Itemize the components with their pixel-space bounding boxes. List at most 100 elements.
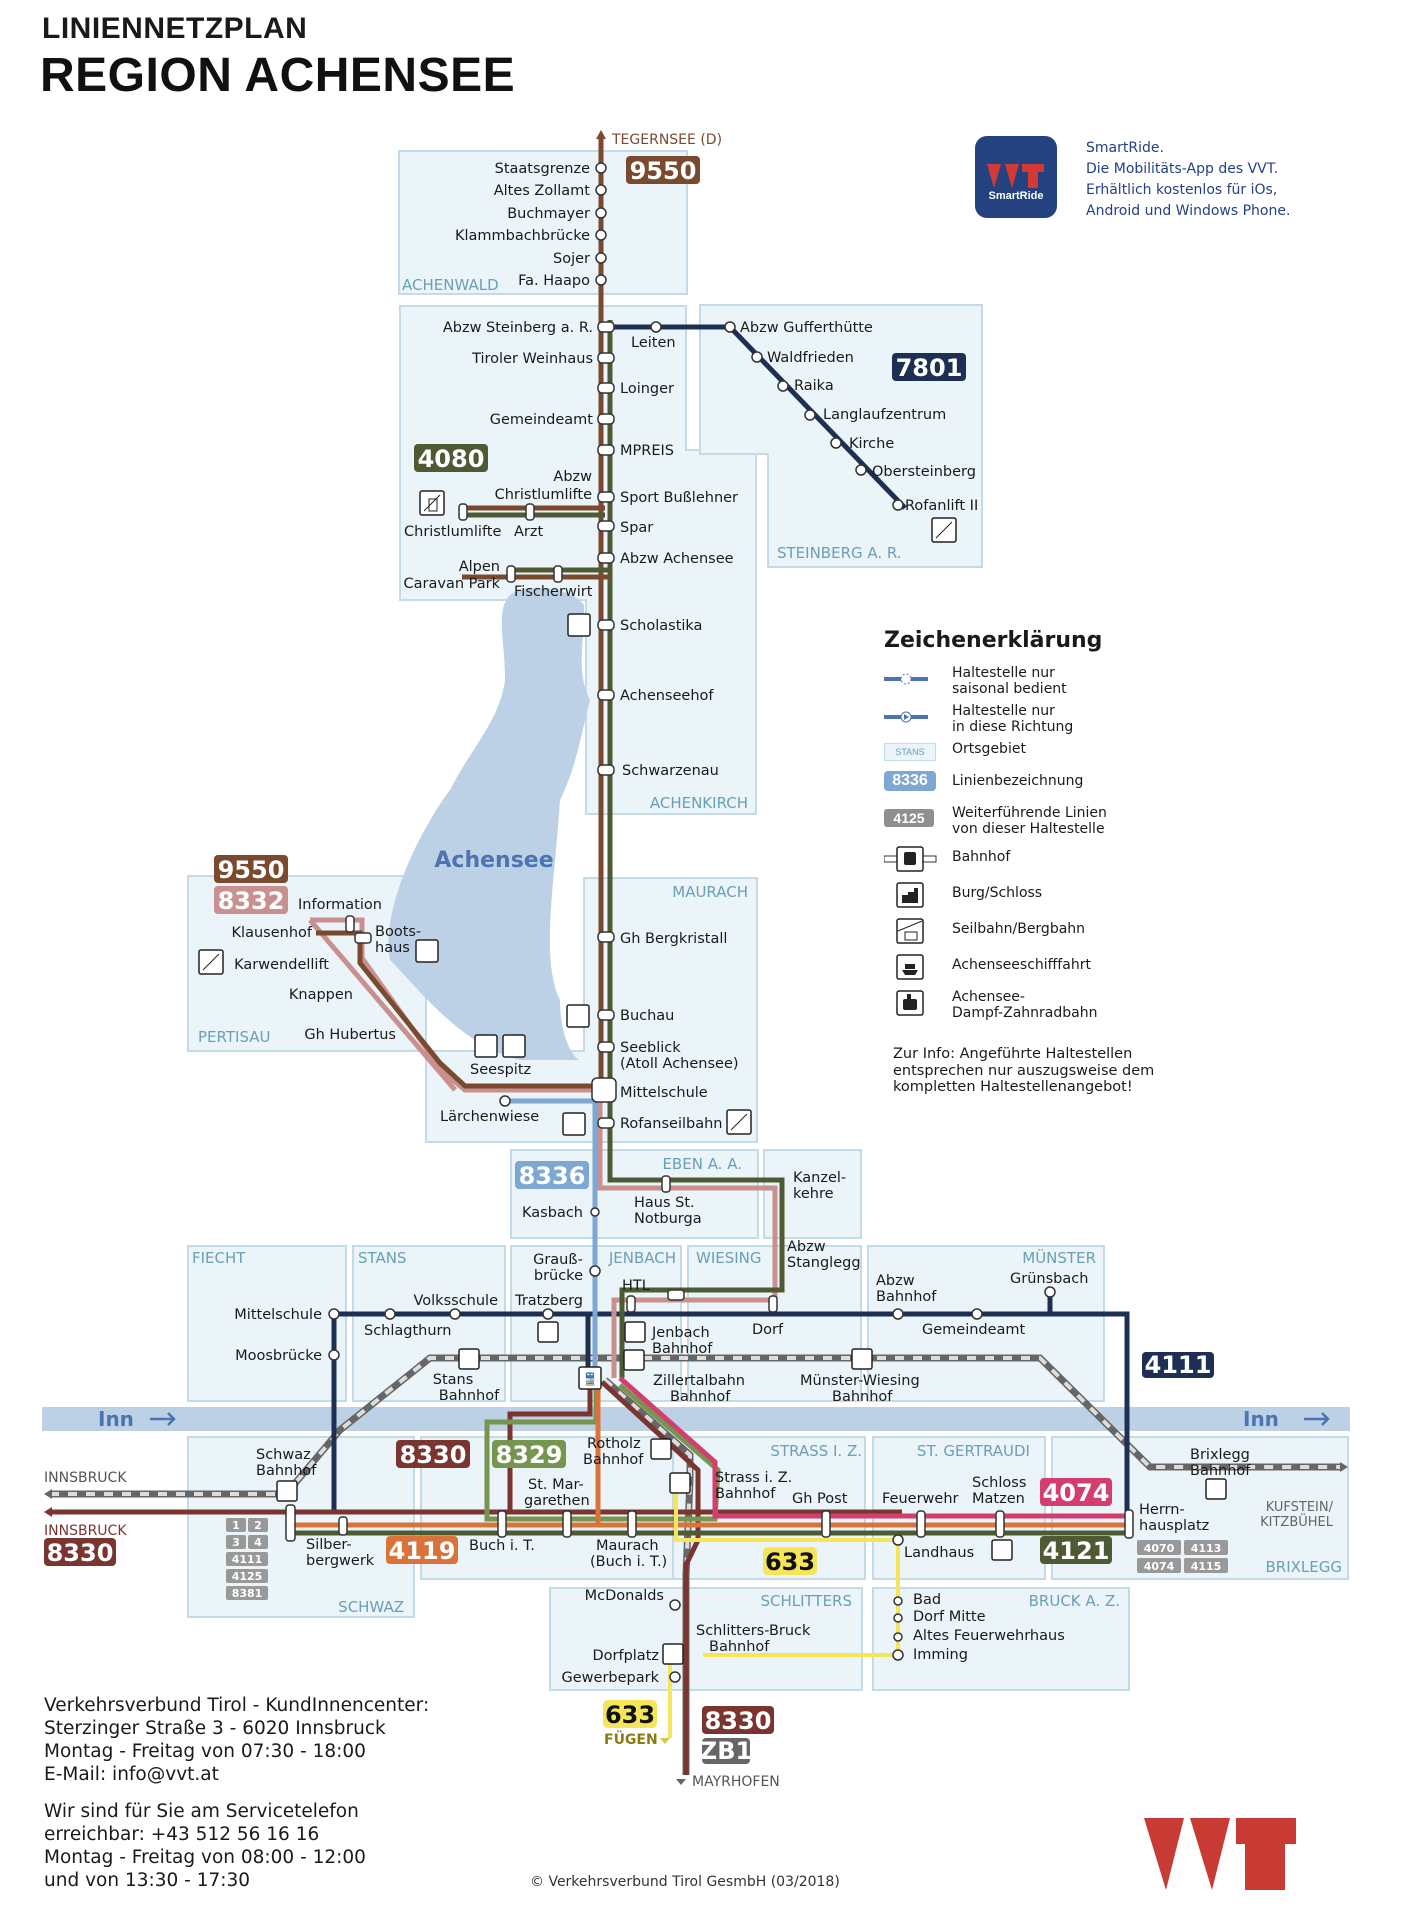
inn-river	[42, 1407, 1350, 1431]
stop-label: Altes Zollamt	[494, 183, 591, 199]
app-promo-text: SmartRide. Die Mobilitäts-App des VVT. E…	[1086, 138, 1290, 222]
stop-label: (Buch i. T.)	[590, 1554, 667, 1570]
area-gertraudi	[872, 1436, 1046, 1580]
stop-label: Bahnhof	[715, 1486, 776, 1502]
area-fiecht	[187, 1245, 347, 1402]
stop-label: Buch i. T.	[469, 1538, 535, 1554]
castle-icon	[991, 1539, 1013, 1561]
stop-label: Feuerwehr	[882, 1491, 959, 1507]
badge-label: 4080	[418, 445, 485, 473]
area-label: SCHLITTERS	[760, 1592, 852, 1610]
stop-label: Staatsgrenze	[495, 161, 590, 177]
area-label: MÜNSTER	[1022, 1248, 1096, 1267]
area-label: STANS	[358, 1249, 407, 1267]
contact-line: Sterzinger Straße 3 - 6020 Innsbruck	[44, 1718, 386, 1739]
legend-item: STANS Ortsgebiet	[884, 739, 1214, 769]
connection-badge: 4	[254, 1536, 262, 1549]
vvt-logo-icon	[987, 164, 1044, 188]
train-station-icon	[623, 1349, 645, 1371]
badge-label: 9550	[218, 856, 285, 884]
badge-label: 633	[605, 1701, 655, 1729]
stop-label: Obersteinberg	[872, 464, 976, 480]
area-label: BRIXLEGG	[1266, 1558, 1343, 1576]
stop-label: Stanglegg	[787, 1255, 861, 1271]
badge-label: 8329	[496, 1441, 563, 1469]
stop-label: Alpen	[459, 559, 500, 575]
train-station-icon	[662, 1643, 684, 1665]
badge-label: 4119	[389, 1537, 456, 1565]
stop-label: Stans	[433, 1372, 474, 1388]
stop-label: Bahnhof	[652, 1341, 713, 1357]
legend-label: Linienbezeichnung	[952, 773, 1084, 789]
line-4111	[331, 1292, 1130, 1513]
area-boxes	[187, 150, 1349, 1691]
legend-note: Zur Info: Angeführte Haltestellen entspr…	[893, 1046, 1155, 1095]
stop-label: Information	[298, 897, 382, 913]
stop-label: haus	[375, 940, 410, 956]
badge-label: 8336	[519, 1162, 586, 1190]
stop-label: Bahnhof	[670, 1389, 731, 1405]
stop-label: Bahnhof	[583, 1452, 644, 1468]
copyright: © Verkehrsverbund Tirol GesmbH (03/2018)	[530, 1874, 840, 1890]
legend-label: Achenseeschifffahrt	[952, 957, 1091, 973]
area-label: EBEN A. A.	[662, 1155, 742, 1173]
stop-label: brücke	[534, 1268, 583, 1284]
area-bruck	[872, 1587, 1130, 1691]
badge-8336	[515, 1161, 589, 1189]
contact-line: Verkehrsverbund Tirol - KundInnencenter:	[44, 1695, 430, 1716]
legend-item: 4125 Weiterführende Linien von dieser Ha…	[884, 803, 1214, 843]
vvt-logo-t-stem	[1245, 1818, 1285, 1890]
badge-label: 4121	[1043, 1537, 1110, 1565]
smartride-app-icon[interactable]: SmartRide	[975, 136, 1057, 218]
badge-label: 8332	[218, 887, 285, 915]
destination-tegernsee: TEGERNSEE (D)	[611, 132, 722, 148]
stop-label: Kanzel-	[793, 1170, 846, 1186]
stop-label: Buchmayer	[507, 206, 590, 222]
line-4080	[607, 320, 785, 1378]
stop-label: Langlaufzentrum	[823, 407, 946, 423]
badge-label: 8330	[47, 1539, 114, 1567]
badge-4080	[414, 444, 488, 472]
ship-icon	[474, 1034, 498, 1058]
stop-labels: Staatsgrenze Altes Zollamt Buchmayer Kla…	[232, 161, 1252, 1686]
area-label: WIESING	[696, 1249, 762, 1267]
stop-label: Brixlegg	[1190, 1447, 1250, 1463]
legend-item: Haltestelle nur in diese Richtung	[884, 701, 1214, 739]
ship-icon	[566, 1004, 590, 1028]
contact-line: Montag - Freitag von 08:00 - 12:00	[44, 1847, 366, 1868]
connection-badge: 2	[254, 1519, 262, 1532]
legend-item: Achensee- Dampf-Zahnradbahn	[884, 987, 1214, 1031]
area-swatch: STANS	[884, 743, 936, 761]
connection-badge: 8381	[232, 1587, 263, 1600]
stop-label: St. Mar-	[528, 1477, 584, 1493]
area-label: STRASS I. Z.	[770, 1442, 862, 1460]
contact-email[interactable]: E-Mail: info@vvt.at	[44, 1764, 219, 1785]
train-station-icon	[578, 1366, 602, 1390]
area-label: FIECHT	[192, 1249, 246, 1267]
stop-label: Abzw	[553, 469, 592, 485]
stop-label: Gewerbepark	[562, 1670, 660, 1686]
train-station-icon	[669, 1472, 691, 1494]
legend-label: Burg/Schloss	[952, 885, 1043, 901]
river-arrow-icon	[1304, 1412, 1330, 1426]
stop-label: Gh Bergkristall	[620, 931, 727, 947]
stop-label: Jenbach	[651, 1325, 710, 1341]
area-muenster	[867, 1245, 1105, 1402]
arrow-right-icon	[1340, 1462, 1348, 1472]
stop-label: Seespitz	[470, 1062, 531, 1078]
stop-label: Waldfrieden	[767, 350, 854, 366]
legend-label: Haltestelle nur saisonal bedient	[952, 665, 1067, 697]
stop-label: Bahnhof	[832, 1389, 893, 1405]
stop-label: garethen	[524, 1493, 590, 1509]
arrow-up-icon	[596, 130, 606, 139]
stop-label: Haus St.	[634, 1195, 695, 1211]
badge-label: ZB1	[700, 1737, 752, 1765]
stop-label: Strass i. Z.	[715, 1470, 792, 1486]
stop-label: Rofanseilbahn	[620, 1116, 722, 1132]
contact-phone[interactable]: erreichbar: +43 512 56 16 16	[44, 1824, 320, 1845]
arrow-down-icon	[676, 1779, 686, 1785]
stop-label: Raika	[794, 378, 834, 394]
contact-info: Verkehrsverbund Tirol - KundInnencenter:…	[44, 1694, 429, 1906]
connection-badge: 4074	[1144, 1560, 1175, 1573]
